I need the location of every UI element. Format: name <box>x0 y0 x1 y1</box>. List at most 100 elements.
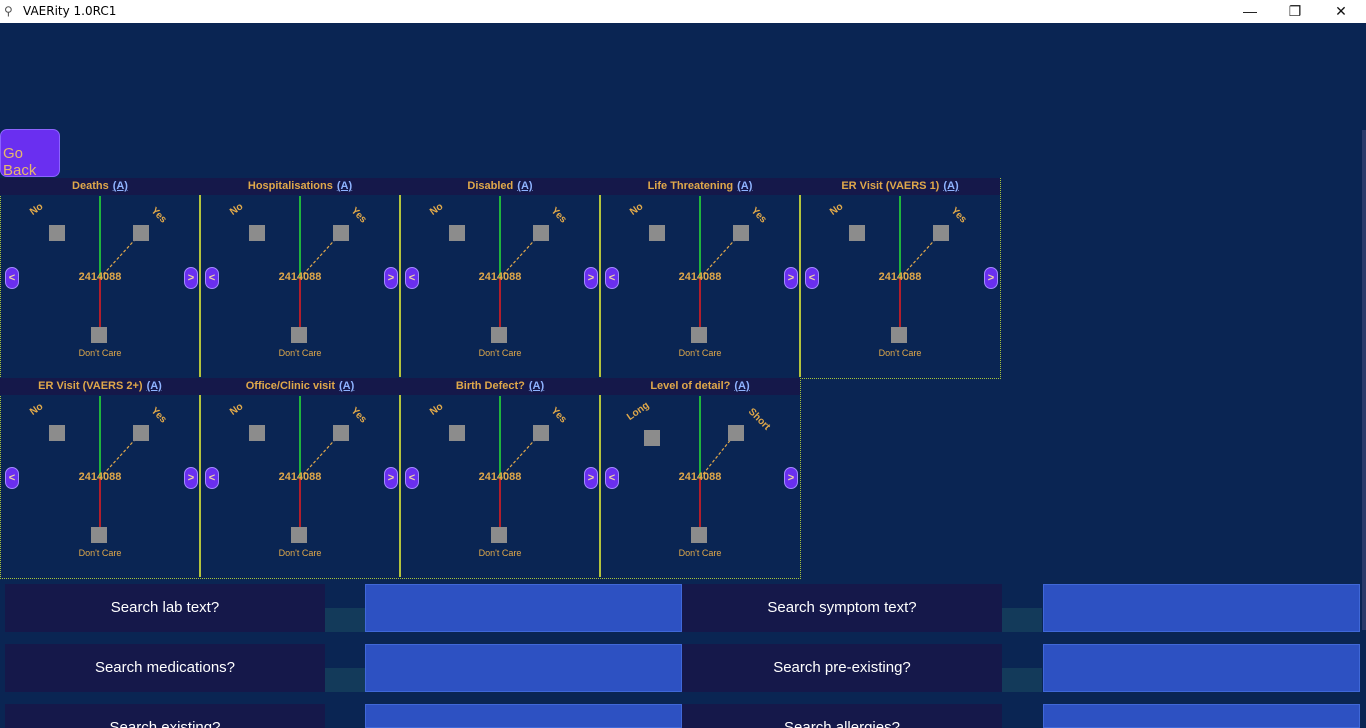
panel-title: Office/Clinic visit <box>245 380 335 392</box>
auto-toggle-link[interactable]: (A) <box>528 380 545 392</box>
left-option-square[interactable] <box>249 425 265 441</box>
title-bar: ⚲ VAERity 1.0RC1 — ❐ ✕ <box>0 0 1366 23</box>
right-option-square[interactable] <box>733 225 749 241</box>
next-button[interactable]: > <box>184 267 198 289</box>
next-button[interactable]: > <box>584 467 598 489</box>
search-symptom-text-input[interactable] <box>1043 584 1360 632</box>
search-lab-text-button[interactable]: Search lab text? <box>5 584 325 632</box>
dont-care-square[interactable] <box>491 527 507 543</box>
next-button[interactable]: > <box>384 267 398 289</box>
left-option-square[interactable] <box>649 225 665 241</box>
left-option-square[interactable] <box>49 225 65 241</box>
prev-button[interactable]: < <box>405 267 419 289</box>
maximize-icon[interactable]: ❐ <box>1288 3 1302 19</box>
dont-care-label: Don't Care <box>278 348 322 358</box>
auto-toggle-link[interactable]: (A) <box>517 180 533 192</box>
left-option-square[interactable] <box>49 425 65 441</box>
panel-title: Hospitalisations <box>247 180 333 192</box>
search-lab-text-input[interactable] <box>365 584 682 632</box>
right-option-square[interactable] <box>533 225 549 241</box>
dont-care-square[interactable] <box>91 327 107 343</box>
panel-header: Disabled(A) <box>400 178 600 195</box>
search-pre-existing-input[interactable] <box>1043 644 1360 692</box>
panel-title: Deaths <box>72 180 109 192</box>
prev-button[interactable]: < <box>205 467 219 489</box>
record-count: 2414088 <box>878 271 922 283</box>
dont-care-square[interactable] <box>91 527 107 543</box>
right-option-square[interactable] <box>728 425 744 441</box>
panel-header: Deaths(A) <box>0 178 200 195</box>
next-button[interactable]: > <box>784 267 798 289</box>
auto-toggle-link[interactable]: (A) <box>737 180 753 192</box>
app-icon: ⚲ <box>4 4 13 18</box>
panel-title: Level of detail? <box>650 380 731 392</box>
dont-care-square[interactable] <box>691 327 707 343</box>
left-option-square[interactable] <box>449 425 465 441</box>
dont-care-square[interactable] <box>891 327 907 343</box>
search-lab-text-toggle[interactable] <box>325 608 365 632</box>
next-button[interactable]: > <box>384 467 398 489</box>
right-option-square[interactable] <box>333 425 349 441</box>
dont-care-label: Don't Care <box>278 548 322 558</box>
left-option-square[interactable] <box>849 225 865 241</box>
auto-toggle-link[interactable]: (A) <box>336 180 353 192</box>
go-back-button[interactable]: Go Back <box>0 129 60 179</box>
search-pre-existing-toggle[interactable] <box>1002 668 1042 692</box>
minimize-icon[interactable]: — <box>1243 3 1257 19</box>
prev-button[interactable]: < <box>805 267 819 289</box>
dont-care-square[interactable] <box>291 527 307 543</box>
dont-care-square[interactable] <box>691 527 707 543</box>
close-icon[interactable]: ✕ <box>1335 3 1347 19</box>
record-count: 2414088 <box>478 271 522 283</box>
auto-toggle-link[interactable]: (A) <box>112 180 128 192</box>
search-medications-input[interactable] <box>365 644 682 692</box>
search-symptom-text-toggle[interactable] <box>1002 608 1042 632</box>
auto-toggle-link[interactable]: (A) <box>146 380 162 392</box>
panel-separator <box>199 195 201 377</box>
search-allergies-button[interactable]: Search allergies? <box>682 704 1002 728</box>
record-count: 2414088 <box>78 271 122 283</box>
vertical-scrollbar[interactable] <box>1362 130 1366 630</box>
right-option-square[interactable] <box>533 425 549 441</box>
search-allergies-input[interactable] <box>1043 704 1360 728</box>
search-existing-input[interactable] <box>365 704 682 728</box>
panel-separator <box>599 395 601 577</box>
next-button[interactable]: > <box>584 267 598 289</box>
auto-toggle-link[interactable]: (A) <box>338 380 355 392</box>
panel-header: ER Visit (VAERS 2+)(A) <box>0 378 200 395</box>
left-option-square[interactable] <box>449 225 465 241</box>
auto-toggle-link[interactable]: (A) <box>943 180 959 192</box>
prev-button[interactable]: < <box>605 467 619 489</box>
panel-header: Life Threatening(A) <box>600 178 800 195</box>
prev-button[interactable]: < <box>405 467 419 489</box>
dont-care-label: Don't Care <box>478 348 522 358</box>
right-option-square[interactable] <box>933 225 949 241</box>
right-option-square[interactable] <box>133 425 149 441</box>
left-option-square[interactable] <box>249 225 265 241</box>
next-button[interactable]: > <box>984 267 998 289</box>
right-option-square[interactable] <box>333 225 349 241</box>
record-count: 2414088 <box>78 471 122 483</box>
dont-care-square[interactable] <box>291 327 307 343</box>
search-medications-toggle[interactable] <box>325 668 365 692</box>
right-option-square[interactable] <box>133 225 149 241</box>
dont-care-square[interactable] <box>491 327 507 343</box>
left-option-square[interactable] <box>644 430 660 446</box>
auto-toggle-link[interactable]: (A) <box>734 380 750 392</box>
search-medications-button[interactable]: Search medications? <box>5 644 325 692</box>
next-button[interactable]: > <box>784 467 798 489</box>
search-existing-button[interactable]: Search existing? <box>5 704 325 728</box>
panel-header: Office/Clinic visit(A) <box>200 378 400 395</box>
search-pre-existing-button[interactable]: Search pre-existing? <box>682 644 1002 692</box>
prev-button[interactable]: < <box>5 267 19 289</box>
prev-button[interactable]: < <box>205 267 219 289</box>
prev-button[interactable]: < <box>5 467 19 489</box>
prev-button[interactable]: < <box>605 267 619 289</box>
search-symptom-text-button[interactable]: Search symptom text? <box>682 584 1002 632</box>
next-button[interactable]: > <box>184 467 198 489</box>
